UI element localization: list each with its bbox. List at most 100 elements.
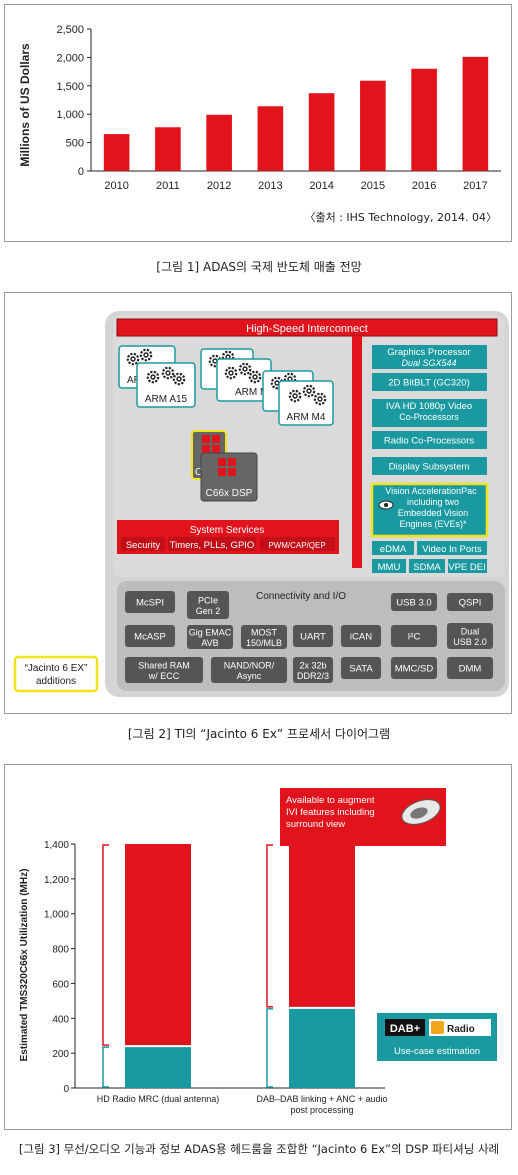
chart3-y-tick-label: 0: [63, 1084, 69, 1095]
usecase-label: Use-case estimation: [394, 1046, 480, 1057]
chart1-bar: [308, 93, 335, 171]
chart1-bar: [155, 127, 181, 171]
chart3-bars: [102, 844, 355, 1088]
io-mcspi-label: McSPI: [136, 598, 164, 609]
chart3-bar-segment: [125, 1046, 191, 1088]
callout-line3: surround view: [286, 819, 345, 830]
arm-m4-card: [278, 380, 334, 426]
vpe-label: VPE DEI: [448, 562, 486, 573]
chart3-y-tick-label: 1,000: [44, 910, 69, 921]
chart1-x-tick-label: 2014: [309, 180, 333, 192]
chart3-bracket: [102, 1046, 109, 1088]
chart1-y-tick-label: 0: [78, 166, 84, 178]
chart1-x-tick-label: 2015: [361, 180, 385, 192]
arm-m4-back-label: ARM M4: [235, 387, 274, 398]
adas-revenue-chart: Millions of US Dollars 05001,0001,5002,0…: [18, 24, 501, 224]
hd-radio-logo-text: Radio: [447, 1024, 475, 1035]
chart3-y-tick-label: 800: [52, 945, 69, 956]
io-pcie: [187, 591, 229, 619]
io-most: [241, 625, 287, 649]
io-sata: [341, 657, 381, 679]
chart1-bar: [257, 106, 284, 171]
io-mcspi: [125, 591, 175, 613]
chart1-y-tick-label: 500: [66, 138, 84, 150]
io-uart: [293, 625, 333, 647]
io-ican: [341, 625, 381, 647]
video-in-label: Video In Ports: [422, 544, 482, 555]
chart1-bar: [206, 114, 232, 171]
chart3-bracket: [266, 844, 273, 1008]
io-ddr: [293, 657, 333, 683]
chart1-y-tick-label: 2,500: [56, 24, 84, 36]
io-pcie-label2: Gen 2: [196, 606, 221, 616]
chart1-bar: [103, 134, 130, 171]
edma-label: eDMA: [380, 544, 407, 555]
io-mmc-label: MMC/SD: [395, 664, 434, 675]
io-qspi-label: QSPI: [459, 598, 482, 609]
chart3-y-tick-label: 200: [52, 1049, 69, 1060]
chart3-x-tick-label: post processing: [290, 1105, 353, 1115]
io-nand-label: NAND/NOR/: [224, 661, 275, 671]
right-block: [372, 457, 487, 475]
figure1-caption: [그림 1] ADAS의 국제 반도체 매출 전망: [156, 260, 362, 274]
interconnect-label: High-Speed Interconnect: [246, 323, 368, 335]
io-ddr-label2: DDR2/3: [297, 671, 329, 681]
chart3-bar-segment: [289, 844, 355, 1008]
right-block: [372, 399, 487, 427]
io-gig-label: Gig EMAC: [189, 628, 232, 638]
chart3-x-ticks: HD Radio MRC (dual antenna)DAB–DAB linki…: [97, 1094, 388, 1115]
arm-m4-label: ARM M4: [287, 412, 326, 423]
io-mcasp-label: McASP: [134, 632, 166, 643]
chart1-bar: [462, 56, 489, 171]
figure3-panel: Estimated TMS320C66x Utilization (MHz) 0…: [4, 764, 512, 1130]
vision-line3: Embedded Vision: [398, 508, 468, 518]
hd-radio-logo: [429, 1019, 491, 1036]
io-usb20-label2: USB 2.0: [453, 637, 487, 647]
io-usb30-label: USB 3.0: [396, 598, 431, 609]
io-ddr-label: 2x 32b: [299, 661, 326, 671]
right-block-label: Radio Co-Processors: [384, 436, 475, 447]
chart3-y-tick-label: 1,400: [44, 840, 69, 851]
io-usb20-label: Dual: [461, 627, 480, 637]
io-most-label2: 150/MLB: [246, 638, 282, 648]
io-gig-label2: AVB: [201, 638, 218, 648]
chart1-x-tick-label: 2012: [207, 180, 231, 192]
io-mcasp: [125, 625, 175, 647]
dsp-label: C66x DSP: [206, 488, 253, 499]
chart1-source: 〈출처 : IHS Technology, 2014. 04〉: [304, 211, 497, 224]
right-block-sub: Co-Processors: [399, 412, 459, 422]
legend-line1: “Jacinto 6 EX”: [25, 663, 88, 674]
io-mmc: [391, 657, 437, 679]
io-most-label: MOST: [251, 628, 278, 638]
io-ican-label: iCAN: [350, 632, 372, 643]
io-i2c: [391, 625, 437, 647]
dsp-utilization-chart: Estimated TMS320C66x Utilization (MHz) 0…: [19, 788, 497, 1115]
chart1-x-tick-label: 2013: [258, 180, 282, 192]
right-block-label: Graphics Processor: [387, 347, 470, 358]
chart3-y-axis-label: Estimated TMS320C66x Utilization (MHz): [19, 869, 30, 1062]
chart1-x-tick-label: 2011: [156, 180, 180, 192]
right-block: [372, 373, 487, 391]
io-uart-label: UART: [300, 632, 326, 643]
vision-line2: including two: [407, 497, 459, 507]
right-block-sub: Dual SGX544: [401, 358, 456, 368]
chart1-y-tick-label: 1,000: [56, 109, 84, 121]
dsp-card: [200, 452, 258, 502]
interconnect-vertical: [352, 336, 362, 568]
io-sram-label2: w/ ECC: [148, 671, 180, 681]
chart3-y-tick-label: 400: [52, 1014, 69, 1025]
chart1-bar: [411, 68, 437, 171]
chart1-bar: [360, 80, 386, 171]
dab-logo-text: DAB+: [390, 1023, 420, 1035]
interconnect-bar: [116, 318, 498, 337]
dab-logo: [385, 1019, 425, 1036]
chart1-y-tick-label: 2,000: [56, 52, 84, 64]
svc-pwm: PWM/CAP/QEP: [268, 541, 325, 550]
figure2-caption: [그림 2] TI의 “Jacinto 6 Ex” 프로세서 다이어그램: [127, 727, 391, 741]
chart1-x-tick-label: 2017: [463, 180, 487, 192]
